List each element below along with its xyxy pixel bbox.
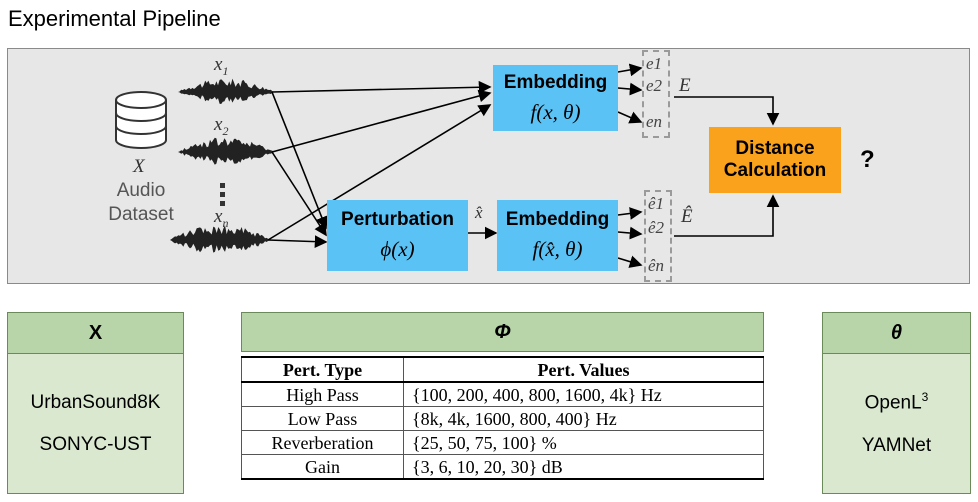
vector-bottom-e1: ê1 — [648, 194, 665, 213]
embedding-vector-bottom: ê1 ê2 ên — [644, 190, 672, 282]
signal-xn-label: xn — [214, 206, 229, 230]
dataset-symbol: X — [133, 156, 145, 177]
table-row: Gain {3, 6, 10, 20, 30} dB — [241, 454, 764, 480]
signal-x1-label: x1 — [214, 54, 229, 78]
pert-values-cell: {25, 50, 75, 100} % — [403, 430, 764, 455]
ellipsis-dots-icon — [220, 183, 225, 206]
table-row: Reverberation {25, 50, 75, 100} % — [241, 430, 764, 455]
pert-type-cell: Gain — [241, 454, 404, 480]
database-icon — [115, 91, 167, 149]
panel-datasets: X UrbanSound8K SONYC-UST — [7, 312, 184, 494]
page-title: Experimental Pipeline — [8, 6, 221, 31]
panel-datasets-header: X — [8, 313, 183, 354]
question-mark: ? — [860, 146, 875, 173]
embedding-vector-top: e1 e2 en — [642, 50, 670, 138]
vector-top-e2: e2 — [646, 76, 663, 95]
column-header: Pert. Values — [403, 356, 764, 383]
perturbation-table: Pert. Type Pert. Values High Pass {100, … — [241, 356, 764, 480]
vector-bottom-e2: ê2 — [648, 218, 665, 237]
column-header: Pert. Type — [241, 356, 404, 383]
dataset-label-line2: Dataset — [108, 204, 174, 225]
distance-label-line2: Calculation — [723, 160, 827, 181]
vector-bottom-en: ên — [648, 256, 665, 275]
dataset-label-line1: Audio — [116, 180, 166, 201]
input-arrows — [267, 80, 492, 249]
distance-calculation-box: Distance Calculation — [709, 127, 841, 193]
pert-type-cell: Low Pass — [241, 406, 404, 431]
embedding-bottom-box: Embedding f(x̂, θ) — [497, 200, 618, 271]
distance-label-line1: Distance — [735, 138, 815, 159]
pert-values-cell: {8k, 4k, 1600, 800, 400} Hz — [403, 406, 764, 431]
model-item: YAMNet — [861, 434, 932, 456]
model-item: OpenL3 — [864, 390, 929, 414]
perturbation-func: ϕ(x) — [380, 237, 415, 261]
signal-x2-label: x2 — [214, 114, 229, 138]
waveform-x2-icon — [178, 137, 274, 165]
perturbation-box: Perturbation ϕ(x) — [327, 200, 468, 271]
bottom-vector-arrows — [617, 207, 643, 268]
table-header-row: Pert. Type Pert. Values — [241, 356, 764, 383]
embedding-top-label: Embedding — [503, 71, 608, 93]
waveform-xn-icon — [170, 225, 270, 253]
embedding-bottom-label: Embedding — [505, 209, 610, 230]
embedding-top-box: Embedding f(x, θ) — [493, 65, 618, 131]
vector-top-e1: e1 — [646, 54, 663, 73]
distance-arrows — [674, 96, 780, 237]
embedding-top-output: E — [679, 75, 691, 96]
perturbed-signal-label: x̂ — [475, 203, 483, 222]
waveform-x1-icon — [178, 78, 274, 104]
dataset-item: SONYC-UST — [39, 433, 152, 455]
pert-type-cell: Reverberation — [241, 430, 404, 455]
panel-perturbations-header: Φ — [241, 312, 764, 352]
embedding-top-func: f(x, θ) — [530, 99, 581, 124]
panel-models-header: θ — [823, 313, 970, 354]
dataset-item: UrbanSound8K — [30, 391, 161, 413]
table-row: Low Pass {8k, 4k, 1600, 800, 400} Hz — [241, 406, 764, 431]
top-vector-arrows — [617, 63, 643, 124]
pert-type-cell: High Pass — [241, 381, 404, 407]
vector-top-en: en — [646, 112, 663, 131]
perturbation-label: Perturbation — [341, 209, 454, 230]
panel-models: θ OpenL3 YAMNet — [822, 312, 971, 494]
pert-values-cell: {100, 200, 400, 800, 1600, 4k} Hz — [403, 381, 764, 407]
pert-values-cell: {3, 6, 10, 20, 30} dB — [403, 454, 764, 480]
embedding-bottom-func: f(x̂, θ) — [532, 237, 583, 261]
table-row: High Pass {100, 200, 400, 800, 1600, 4k}… — [241, 381, 764, 407]
embedding-bottom-output: Ê — [681, 206, 693, 227]
